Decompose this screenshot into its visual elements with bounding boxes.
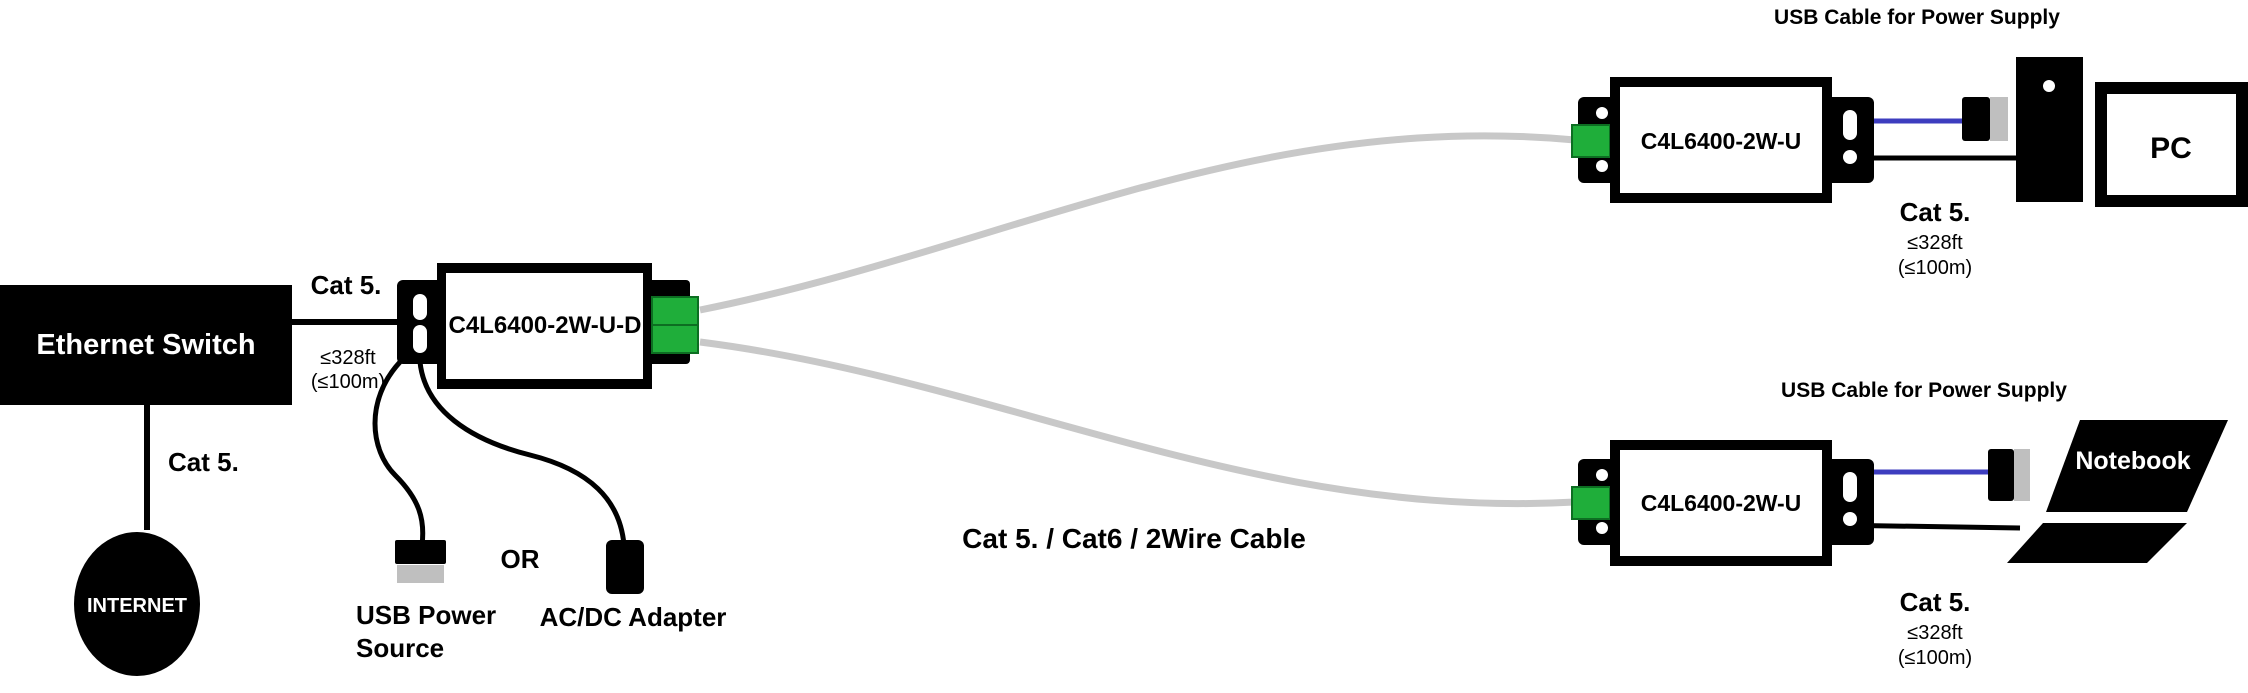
dist-switch-ft: ≤328ft bbox=[320, 347, 376, 369]
usb-cable-bottom-label: USB Cable for Power Supply bbox=[1781, 379, 2067, 402]
usb-plug-bottom-icon bbox=[1988, 449, 2030, 501]
notebook-label: Notebook bbox=[2075, 447, 2190, 475]
usb-power-plug-icon bbox=[395, 540, 446, 583]
main-unit-label: C4L6400-2W-U-D bbox=[449, 312, 642, 339]
usb-plug-top-icon bbox=[1962, 97, 2008, 141]
dist-pc-ft: ≤328ft bbox=[1907, 232, 1963, 254]
remote-unit-top bbox=[1571, 77, 1874, 203]
cat5-internet-label: Cat 5. bbox=[168, 447, 239, 477]
cable-to-top-unit bbox=[699, 132, 1576, 314]
pc-label: PC bbox=[2150, 132, 2192, 165]
internet-circle bbox=[74, 532, 200, 676]
remote-unit-bottom bbox=[1571, 440, 1874, 566]
ethernet-switch-box bbox=[0, 285, 292, 405]
dist-notebook-ft: ≤328ft bbox=[1907, 622, 1963, 644]
main-unit bbox=[397, 263, 699, 389]
cat5-notebook-label: Cat 5. bbox=[1900, 587, 1971, 617]
ac-dc-adapter-icon bbox=[606, 540, 644, 594]
remote-unit-bottom-label: C4L6400-2W-U bbox=[1641, 490, 1802, 516]
dist-switch-m: (≤100m) bbox=[311, 371, 385, 393]
internet-label: INTERNET bbox=[87, 595, 187, 617]
usb-cable-top-label: USB Cable for Power Supply bbox=[1774, 6, 2060, 29]
cable-usb-power bbox=[372, 360, 426, 546]
dist-notebook-m: (≤100m) bbox=[1898, 647, 1972, 669]
remote-unit-top-label: C4L6400-2W-U bbox=[1641, 128, 1802, 154]
usb-power-label-line1: USB Power bbox=[356, 600, 496, 630]
cable-ac-dc bbox=[417, 361, 627, 546]
cable-to-bottom-unit bbox=[699, 338, 1576, 508]
cat5-switch-label: Cat 5. bbox=[311, 270, 382, 300]
usb-power-label-line2: Source bbox=[356, 633, 444, 663]
ethernet-switch-label: Ethernet Switch bbox=[36, 329, 255, 361]
main-cable-label: Cat 5. / Cat6 / 2Wire Cable bbox=[962, 523, 1306, 554]
pc-monitor-icon bbox=[2095, 82, 2248, 207]
cat5-pc-label: Cat 5. bbox=[1900, 197, 1971, 227]
ac-dc-adapter-label: AC/DC Adapter bbox=[540, 602, 727, 632]
notebook-icon bbox=[2007, 420, 2228, 563]
dist-pc-m: (≤100m) bbox=[1898, 257, 1972, 279]
pc-tower-icon bbox=[2016, 57, 2083, 202]
or-label: OR bbox=[501, 544, 540, 574]
